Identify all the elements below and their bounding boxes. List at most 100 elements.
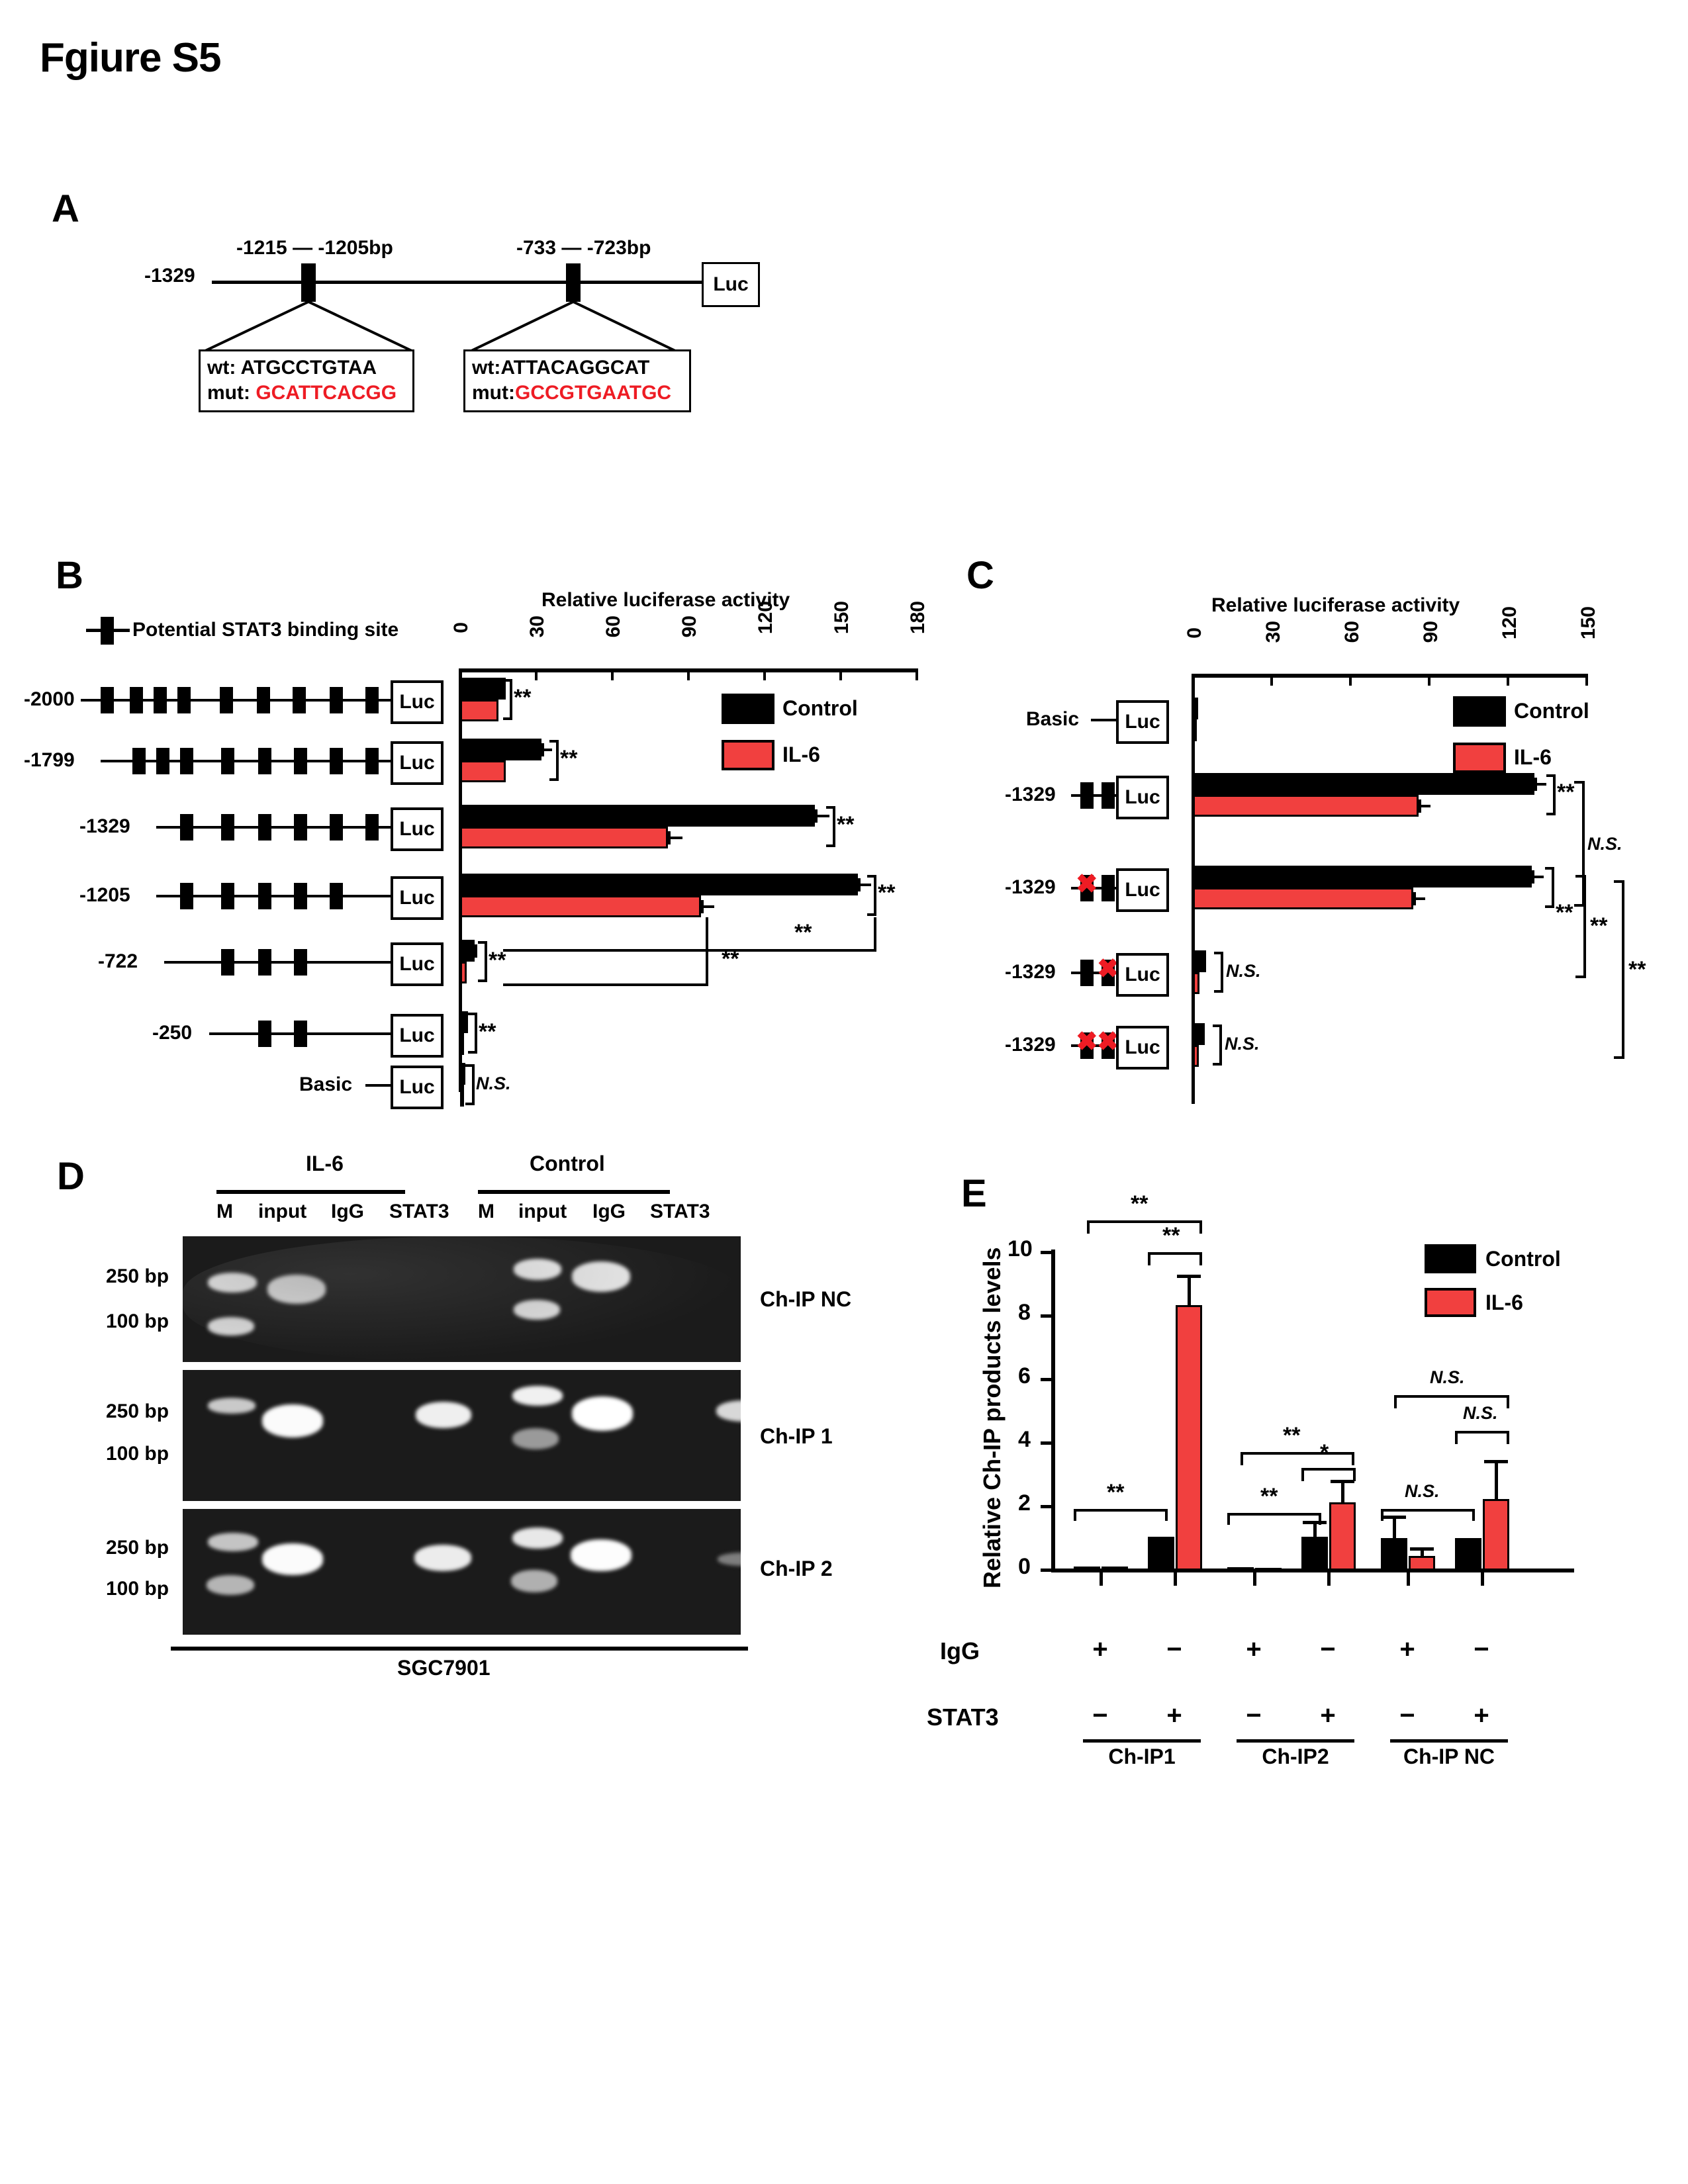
panel-b-sig-bridge-2: ** bbox=[794, 920, 812, 945]
panel-c-luc-4: Luc bbox=[1116, 1026, 1169, 1069]
panel-e-ann-chipnc-mid bbox=[1455, 1431, 1509, 1444]
gel4-band-m-100 bbox=[512, 1428, 559, 1449]
panel-a-start-label: -1329 bbox=[144, 265, 195, 287]
panel-b-letter: B bbox=[56, 554, 83, 597]
panel-b-ticklabel-180: 180 bbox=[907, 601, 929, 635]
gel3-band-m-250 bbox=[208, 1398, 256, 1414]
panel-c-bracket-star-2 bbox=[1614, 880, 1624, 1059]
panel-a-box1-wt-row: wt: ATGCCTGTAA bbox=[207, 355, 406, 381]
panel-c-mut-x-4-1: ✖ bbox=[1097, 1027, 1119, 1056]
panel-b-tick-0 bbox=[459, 668, 461, 680]
panel-e-legend-swatch-control bbox=[1425, 1244, 1476, 1273]
panel-d-ladder-100-row2: 100 bp bbox=[106, 1443, 169, 1465]
panel-e-grouprule-1 bbox=[1237, 1739, 1354, 1743]
panel-a-site2-label: -733 — -723bp bbox=[516, 237, 651, 259]
panel-b-ticklabel-0: 0 bbox=[450, 622, 472, 633]
panel-c-x-axis bbox=[1192, 674, 1587, 678]
panel-d-lane-0: M bbox=[216, 1201, 233, 1222]
panel-c-bar-control-1 bbox=[1193, 773, 1534, 795]
panel-e-ann-chipnc-high bbox=[1394, 1395, 1509, 1408]
panel-b-bracket-2 bbox=[826, 806, 835, 847]
panel-d-cell-line: SGC7901 bbox=[397, 1656, 491, 1680]
panel-e-row-label-stat3: STAT3 bbox=[927, 1704, 999, 1731]
gel5-band-stat3-il6 bbox=[414, 1545, 471, 1571]
panel-e-igg-sign-4: + bbox=[1399, 1635, 1415, 1664]
panel-b-bracket-4 bbox=[478, 941, 487, 982]
panel-b-tick-180 bbox=[915, 668, 918, 680]
panel-a-box1-mut-prefix: mut: bbox=[207, 381, 256, 404]
panel-c-mut-x-4-0: ✖ bbox=[1076, 1027, 1098, 1056]
panel-a-box2-mut-seq: GCCGTGAATGC bbox=[514, 381, 672, 404]
panel-b-key-label: Potential STAT3 binding site bbox=[132, 619, 399, 641]
panel-e-stat3-sign-2: − bbox=[1246, 1701, 1262, 1730]
panel-c-site-4-0 bbox=[1080, 1032, 1094, 1059]
panel-c-site-1-1 bbox=[1102, 782, 1115, 809]
panel-e-bar-chip2-stat3-il6 bbox=[1329, 1502, 1356, 1570]
panel-b-bar-control-1 bbox=[460, 739, 541, 760]
panel-c-luc-2: Luc bbox=[1116, 868, 1169, 912]
panel-e-sig-chipnc-low: N.S. bbox=[1405, 1481, 1440, 1501]
panel-c-site-2-0 bbox=[1080, 875, 1094, 901]
gel6-band-m-250 bbox=[512, 1527, 563, 1549]
panel-a-luc-box: Luc bbox=[702, 262, 760, 307]
panel-b-bracket-6 bbox=[465, 1064, 475, 1105]
panel-a-seq-box-2: wt:ATTACAGGCAT mut:GCCGTGAATGC bbox=[463, 349, 691, 412]
gel1-band-input-il6 bbox=[267, 1275, 326, 1304]
panel-d-gel-chip-2 bbox=[183, 1509, 741, 1635]
panel-e-sig-chip1-low: ** bbox=[1107, 1480, 1125, 1505]
panel-b-bar-control-5 bbox=[460, 1011, 468, 1033]
panel-b-legend-label-control: Control bbox=[782, 696, 858, 720]
panel-b-sig-1: ** bbox=[560, 746, 578, 771]
panel-a-site1-marker bbox=[301, 263, 316, 302]
panel-b-sig-3: ** bbox=[878, 880, 896, 905]
panel-b-row-label-0: -2000 bbox=[24, 688, 75, 710]
panel-c-sig-2: ** bbox=[1556, 900, 1573, 925]
panel-d-bottom-rule bbox=[171, 1647, 748, 1651]
panel-b-luc-5: Luc bbox=[391, 1014, 444, 1058]
panel-e-bar-chip2-igg-il6 bbox=[1255, 1568, 1282, 1572]
panel-e-stat3-sign-0: − bbox=[1092, 1701, 1108, 1730]
panel-e-row-label-igg: IgG bbox=[940, 1637, 980, 1664]
gel6-band-input bbox=[571, 1539, 632, 1571]
panel-e-igg-sign-3: − bbox=[1320, 1635, 1336, 1664]
panel-a-box1-mut-seq: GCATTCACGG bbox=[256, 381, 397, 404]
panel-b-row-label-1: -1799 bbox=[24, 749, 75, 771]
panel-c-tick-30 bbox=[1270, 674, 1273, 686]
panel-a-site2-marker bbox=[566, 263, 581, 302]
panel-d-lane-2: IgG bbox=[331, 1201, 364, 1222]
panel-c-bar-control-3 bbox=[1193, 950, 1206, 972]
panel-d-gel-label-1: Ch-IP 1 bbox=[760, 1424, 833, 1448]
panel-c-bracket-star-1 bbox=[1575, 875, 1586, 978]
panel-b-bracket-5 bbox=[468, 1013, 477, 1054]
panel-e-ann-chip2-mid bbox=[1241, 1452, 1354, 1465]
panel-d-group-left: IL-6 bbox=[306, 1152, 344, 1175]
gel4-band-m-250 bbox=[512, 1386, 563, 1406]
gel5-band-m-100 bbox=[207, 1575, 254, 1595]
panel-c-bracket-ns-1 bbox=[1574, 781, 1585, 907]
panel-a-letter: A bbox=[52, 187, 79, 230]
panel-c-tick-60 bbox=[1349, 674, 1352, 686]
panel-e-legend-label-control: Control bbox=[1485, 1247, 1561, 1271]
panel-b-bracket-3 bbox=[867, 875, 876, 916]
panel-b-row-label-6: Basic bbox=[299, 1073, 353, 1095]
panel-d-ladder-250-row2: 250 bp bbox=[106, 1400, 169, 1422]
gel4-band-input bbox=[572, 1396, 633, 1431]
panel-c-bar-il6-4 bbox=[1193, 1045, 1199, 1067]
panel-c-bar-control-4 bbox=[1193, 1023, 1205, 1045]
panel-b-sig-5: ** bbox=[479, 1019, 496, 1044]
gel5-band-m-250 bbox=[208, 1533, 258, 1551]
panel-b-legend-swatch-control bbox=[722, 694, 774, 724]
gel1-band-m-100 bbox=[208, 1317, 254, 1336]
panel-e-bar-chip1-igg-il6 bbox=[1102, 1567, 1128, 1570]
panel-b-luc-2: Luc bbox=[391, 807, 444, 851]
panel-b-bar-il6-3 bbox=[460, 895, 701, 917]
gel3-band-input bbox=[262, 1404, 323, 1437]
panel-b-sig-6: N.S. bbox=[476, 1073, 511, 1093]
panel-a-site1-label: -1215 — -1205bp bbox=[236, 237, 393, 259]
panel-d-lane-4: M bbox=[478, 1201, 494, 1222]
panel-c-tick-90 bbox=[1428, 674, 1430, 686]
panel-b-bar-il6-1 bbox=[460, 760, 506, 782]
panel-c-tick-0 bbox=[1192, 674, 1194, 686]
panel-c-site-4-1 bbox=[1102, 1032, 1115, 1059]
panel-e-stat3-sign-3: + bbox=[1320, 1701, 1336, 1730]
